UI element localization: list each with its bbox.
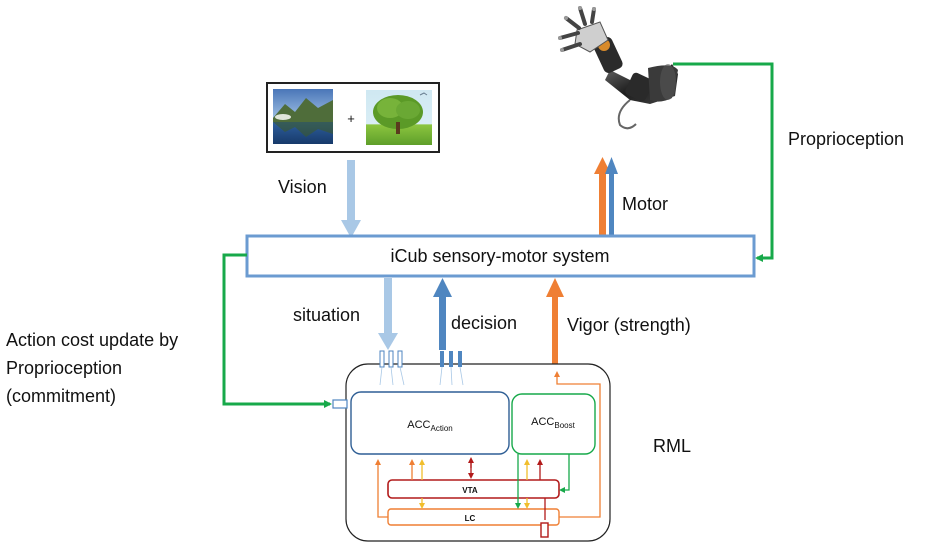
action-cost-label-line1: Action cost update by <box>6 330 178 350</box>
situation-input-slots <box>379 350 405 386</box>
tree-photo <box>366 90 432 145</box>
vision-label: Vision <box>278 177 327 197</box>
proprioception-label: Proprioception <box>788 129 904 149</box>
lc-output-port <box>540 522 549 538</box>
proprioception-arrow <box>673 62 774 262</box>
motor-label: Motor <box>622 194 668 214</box>
acc-boost-box <box>511 393 596 455</box>
landscape-photo <box>273 89 333 144</box>
acc-action-label: ACCAction <box>407 419 452 433</box>
motor-arrow-blue <box>605 157 618 236</box>
action-cost-input-port <box>332 399 348 409</box>
action-cost-arrow <box>222 253 332 408</box>
sensory-motor-system-box <box>245 234 756 278</box>
sensory-motor-system-label: iCub sensory-motor system <box>390 246 609 266</box>
decision-label: decision <box>451 313 517 333</box>
vta-label: VTA <box>462 486 478 495</box>
decision-output-slots <box>439 351 464 386</box>
vigor-arrow <box>546 278 564 365</box>
rml-label: RML <box>653 436 691 456</box>
vision-arrow <box>341 160 361 238</box>
lc-label: LC <box>465 514 476 523</box>
robot-arm-illustration <box>558 6 678 130</box>
plus-sign: + <box>347 111 355 126</box>
action-cost-label-line3: (commitment) <box>6 386 116 406</box>
vigor-label: Vigor (strength) <box>567 315 691 335</box>
acc-boost-label: ACCBoost <box>531 416 575 430</box>
situation-label: situation <box>293 305 360 325</box>
situation-arrow <box>378 278 398 350</box>
rml-internal-connections <box>375 371 601 520</box>
vision-image-panel: + <box>266 82 440 153</box>
action-cost-label-line2: Proprioception <box>6 358 122 378</box>
decision-arrow <box>433 278 452 350</box>
acc-action-box <box>350 391 510 455</box>
